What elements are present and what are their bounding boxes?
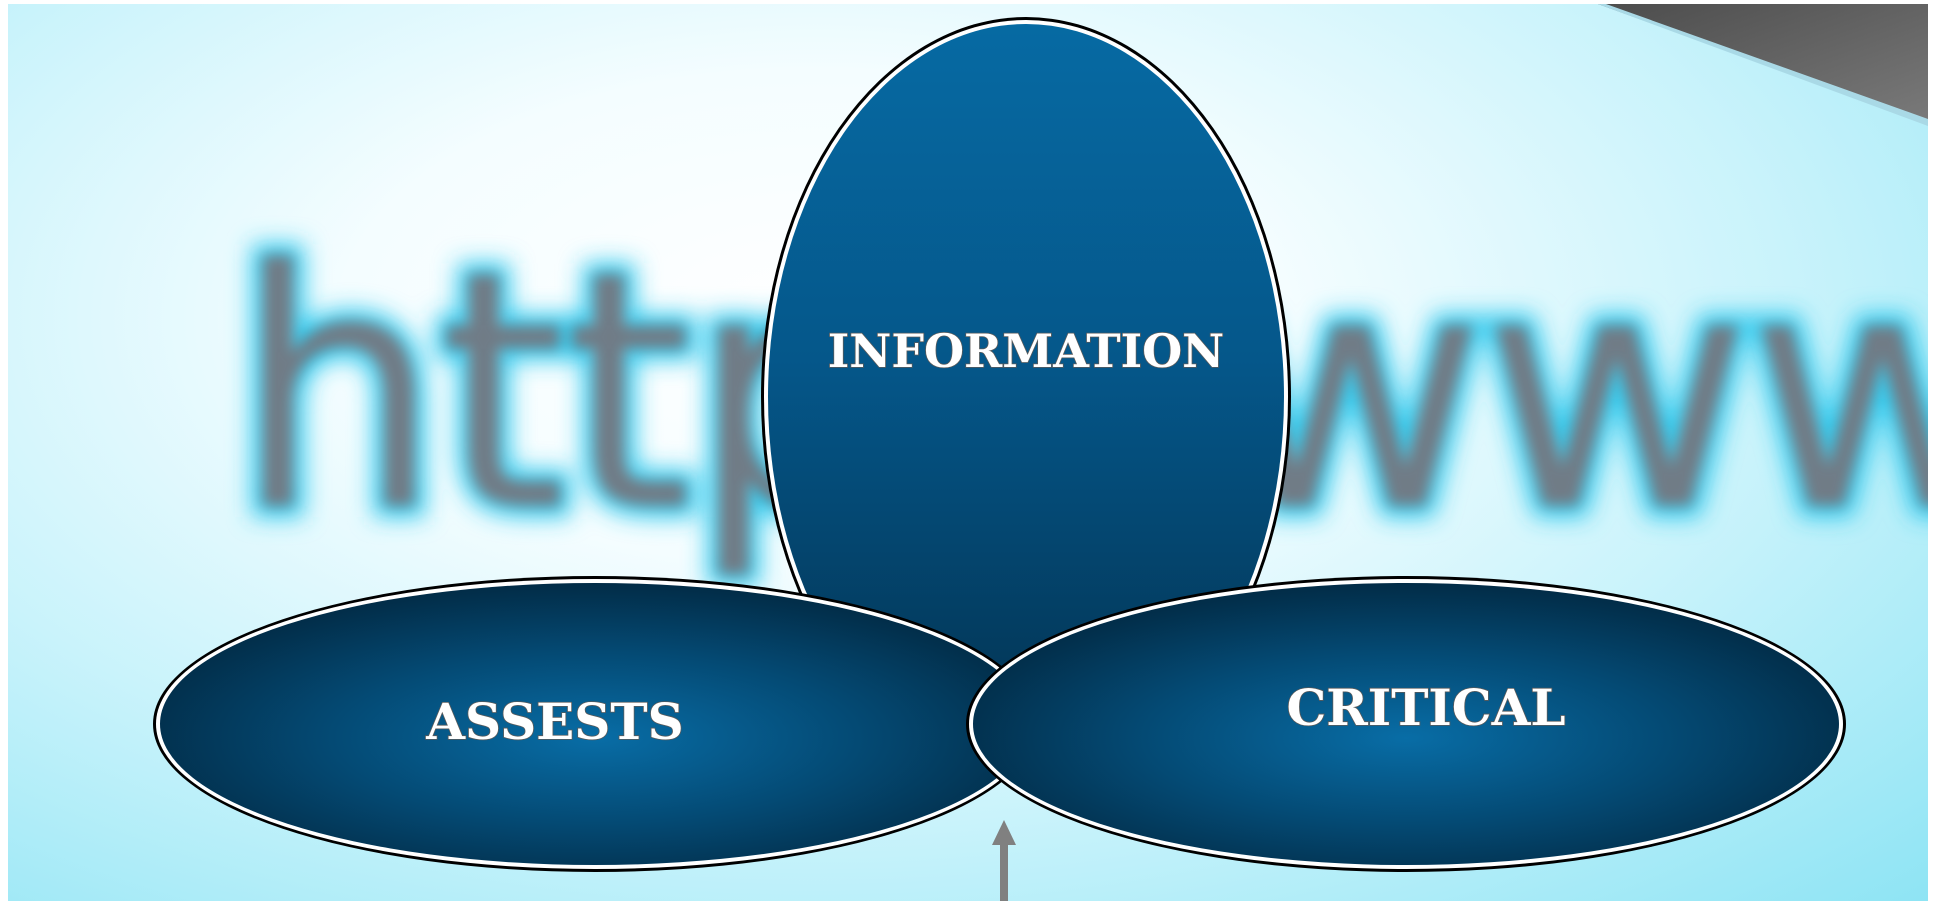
- critical-oval: CRITICAL: [966, 576, 1846, 872]
- information-oval: INFORMATION: [761, 17, 1291, 777]
- up-arrow-icon: [992, 820, 1016, 901]
- screen-corner-edge: [1598, 4, 1928, 126]
- assests-oval: ASSESTS: [153, 576, 1037, 872]
- information-label: INFORMATION: [828, 324, 1224, 378]
- slide: http://www http://www INFORMATION ASSEST…: [8, 4, 1928, 901]
- slide-canvas: http://www http://www INFORMATION ASSEST…: [153, 4, 1928, 901]
- assests-label: ASSESTS: [425, 692, 683, 751]
- critical-label: CRITICAL: [1286, 678, 1565, 737]
